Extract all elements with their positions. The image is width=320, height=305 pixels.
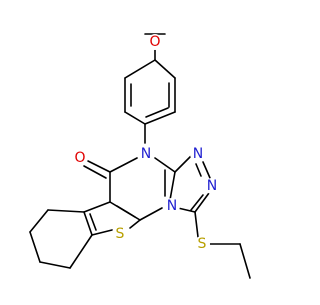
bond: [194, 192, 210, 213]
methoxy-oxygen-label: O: [149, 34, 160, 50]
bond-inner: [89, 213, 97, 231]
nitrogen-4-label: N: [141, 146, 151, 162]
atom-bg: [147, 34, 163, 50]
molecule-diagram: O N O N N N S S: [29, 33, 251, 279]
cyclohexene-ring: [29, 209, 93, 269]
bond-carbonyl: [85, 159, 111, 173]
bond: [129, 219, 141, 229]
atom-bg: [190, 146, 206, 162]
bond: [124, 111, 146, 125]
atom-bg: [194, 236, 210, 252]
atom-bg: [72, 150, 88, 166]
bond: [29, 231, 41, 263]
ethylthio-sulfur-label: S: [198, 236, 207, 252]
triazole-ring: [174, 154, 211, 213]
pyrimidinone-ring: [109, 157, 176, 221]
atom-bg: [138, 146, 154, 162]
bond-inner: [116, 205, 136, 218]
bond: [144, 111, 176, 125]
bond: [202, 161, 211, 179]
bond: [39, 261, 71, 269]
triazole-nitrogen-a-label: N: [193, 146, 203, 162]
thiophene-sulfur-label: S: [116, 226, 125, 242]
bond: [83, 211, 93, 236]
bond: [47, 209, 85, 213]
bond: [154, 59, 176, 79]
bond-carbonyl: [83, 165, 107, 179]
bond-inner: [145, 107, 169, 118]
triazole-nitrogen-c-label: N: [167, 198, 177, 214]
bond: [29, 209, 49, 233]
bond: [174, 154, 193, 173]
bond: [91, 229, 113, 236]
bond-ch2-ch3: [239, 243, 251, 279]
triazole-nitrogen-b-label: N: [207, 178, 217, 194]
atom-bg: [204, 178, 220, 194]
bond: [69, 234, 93, 269]
bond: [195, 163, 202, 177]
bond: [169, 171, 176, 201]
bond: [109, 157, 138, 173]
thiophene-ring: [83, 201, 141, 236]
bond: [190, 194, 204, 211]
bond: [124, 59, 156, 79]
bond: [139, 207, 163, 221]
bond: [177, 207, 196, 213]
atom-bg: [164, 198, 180, 214]
carbonyl-oxygen-label: O: [74, 150, 85, 166]
atom-bg: [112, 226, 128, 242]
bond: [83, 201, 111, 213]
bond-triazole-s: [194, 211, 199, 238]
atom-labels: O N O N N N S S: [72, 34, 220, 252]
structure-canvas: O N O N N N S S: [29, 33, 251, 279]
methoxyphenyl-ring: [124, 59, 176, 125]
bond: [154, 157, 176, 173]
